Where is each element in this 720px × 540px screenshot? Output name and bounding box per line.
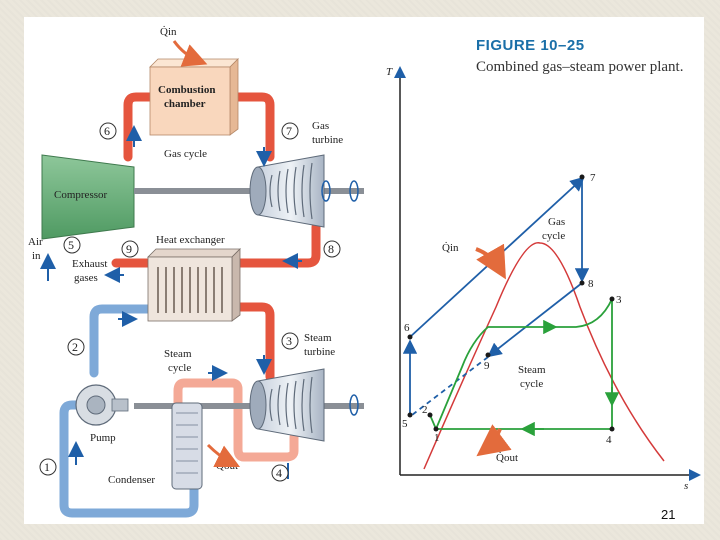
t-axis-label: T [386, 66, 393, 78]
state-2-marker: 2 [67, 338, 85, 356]
steam-turbine-label-1: Steam [304, 332, 332, 344]
ts-q-in-arrow [475, 243, 506, 280]
ts-q-out-arrow [476, 424, 512, 457]
flow-arrows [40, 125, 302, 479]
ts-gas-cycle-label-1: Gas [548, 216, 565, 228]
state-6-marker: 6 [99, 122, 117, 140]
ts-point-5: 5 [402, 418, 408, 430]
gas-turbine-label-1: Gas [312, 120, 329, 132]
q-out-arrow [206, 443, 241, 468]
gas-turbine: Gas turbine [249, 120, 343, 228]
gas-pipes [111, 92, 321, 268]
svg-text:3: 3 [286, 334, 292, 348]
saturation-dome [423, 242, 665, 470]
combustion-chamber-label-1: Combustion [158, 84, 215, 96]
ts-points [407, 174, 615, 432]
svg-text:8: 8 [328, 242, 334, 256]
ts-steam-cycle-label-2: cycle [520, 378, 543, 390]
air-in-label-1: Air [28, 236, 43, 248]
compressor-label: Compressor [54, 189, 108, 201]
svg-text:9: 9 [126, 242, 132, 256]
ts-point-9: 9 [484, 360, 490, 372]
ts-point-8: 8 [588, 278, 594, 290]
heat-exchanger-label: Heat exchanger [156, 234, 225, 246]
gas-turbine-label-2: turbine [312, 134, 343, 146]
ts-point-1: 1 [434, 432, 440, 444]
figure-title: FIGURE 10–25 [476, 37, 585, 54]
ts-q-out-label: Q̇out [496, 452, 518, 464]
exhaust-label-1: Exhaust [72, 258, 107, 270]
state-markers: 6 7 5 9 8 [39, 122, 341, 482]
svg-text:7: 7 [286, 124, 292, 138]
air-in-label-2: in [32, 250, 41, 262]
q-in-arrow [172, 40, 208, 67]
state-1-marker: 1 [39, 458, 57, 476]
ts-point-3: 3 [616, 294, 622, 306]
svg-text:4: 4 [276, 466, 282, 480]
svg-text:2: 2 [72, 340, 78, 354]
compressor: Compressor [41, 154, 135, 240]
state-5-marker: 5 [63, 236, 81, 254]
svg-text:1: 1 [44, 460, 50, 474]
steam-cycle-path [429, 298, 620, 437]
condenser: Condenser [108, 402, 203, 490]
q-in-label: Q̇in [160, 26, 177, 38]
page-number: 21 [661, 507, 676, 522]
svg-text:6: 6 [104, 124, 110, 138]
shaft [134, 188, 364, 194]
condenser-label: Condenser [108, 474, 155, 486]
steam-shaft [134, 403, 364, 409]
exhaust-label-2: gases [74, 272, 98, 284]
state-3-marker: 3 [281, 332, 299, 350]
steam-turbine: Steam turbine [249, 332, 359, 442]
ts-gas-cycle-label-2: cycle [542, 230, 565, 242]
ts-point-6: 6 [404, 322, 410, 334]
figure-caption: Combined gas–steam power plant. [476, 59, 684, 75]
svg-text:5: 5 [68, 238, 74, 252]
steam-pipes [59, 302, 299, 518]
state-9-marker: 9 [121, 240, 139, 258]
ts-diagram: T s [386, 66, 701, 492]
ts-point-4: 4 [606, 434, 612, 446]
figure-panel: FIGURE 10–25 Combined gas–steam power pl… [24, 17, 704, 524]
gas-cycle-label: Gas cycle [164, 148, 207, 160]
steam-cycle-label-1: Steam [164, 348, 192, 360]
pump-label: Pump [90, 432, 116, 444]
state-8-marker: 8 [323, 240, 341, 258]
pump: Pump [75, 384, 129, 444]
ts-point-7: 7 [590, 172, 596, 184]
combustion-chamber-label-2: chamber [164, 98, 206, 110]
heat-exchanger: Heat exchanger [147, 234, 241, 322]
steam-cycle-label-2: cycle [168, 362, 191, 374]
power-plant-figure: Compressor Combustion chamber Q̇in [28, 26, 701, 518]
s-axis-label: s [684, 480, 688, 492]
combustion-chamber: Combustion chamber [149, 58, 239, 136]
schematic: Compressor Combustion chamber Q̇in [28, 26, 364, 518]
steam-turbine-label-2: turbine [304, 346, 335, 358]
state-4-marker: 4 [271, 464, 289, 482]
ts-point-2: 2 [422, 404, 428, 416]
gas-shaft-rotation-icon [349, 180, 359, 202]
ts-steam-cycle-label-1: Steam [518, 364, 546, 376]
ts-q-in-label: Q̇in [442, 242, 459, 254]
state-7-marker: 7 [281, 122, 299, 140]
gas-cycle-path [402, 176, 590, 416]
